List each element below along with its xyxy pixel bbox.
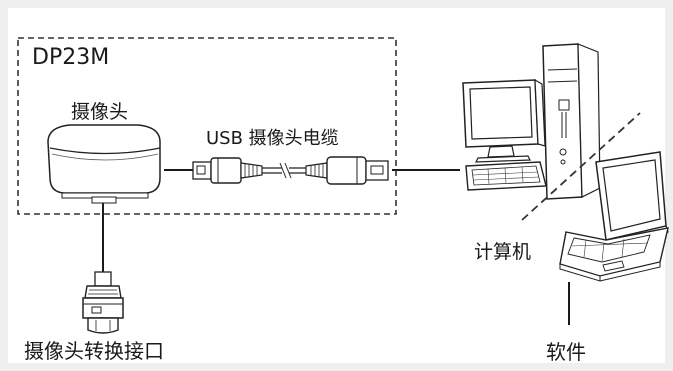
adapter-label: 摄像头转换接口 (24, 339, 164, 363)
computer-label: 计算机 (474, 241, 532, 263)
camera-adapter-icon (82, 271, 124, 334)
software-label: 软件 (546, 340, 586, 364)
usb-cable-icon (192, 156, 389, 185)
camera-icon (47, 124, 161, 204)
cable-label: USB 摄像头电缆 (206, 128, 339, 149)
divider-line (521, 112, 641, 221)
desktop-computer-icon (462, 43, 601, 200)
box-title: DP23M (32, 45, 110, 70)
system-boundary (17, 37, 397, 215)
laptop-icon (559, 151, 669, 282)
camera-label: 摄像头 (71, 101, 129, 123)
